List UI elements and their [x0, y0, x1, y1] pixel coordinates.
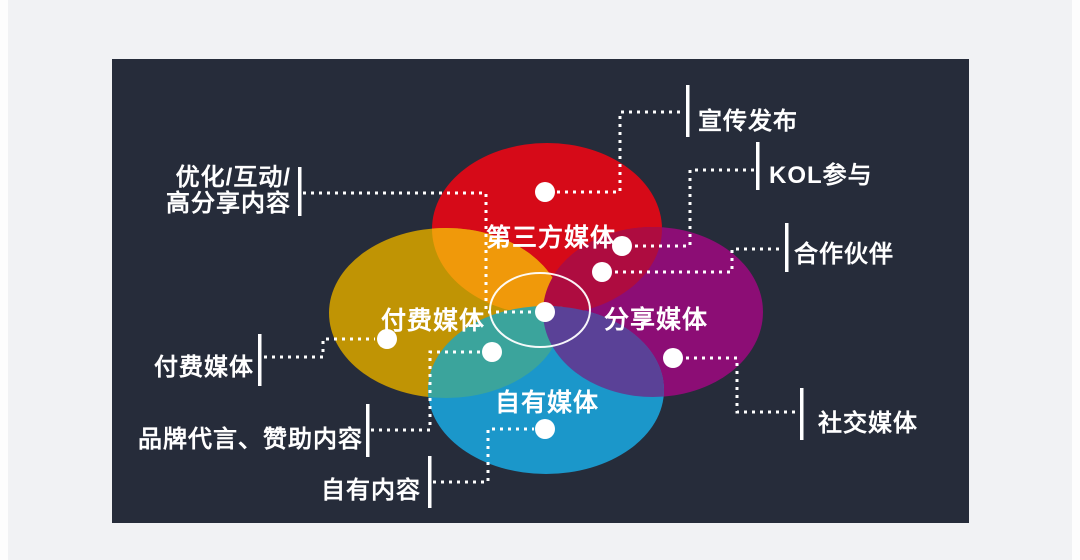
- set-label-paid: 付费媒体: [380, 307, 486, 335]
- anchor-dot-partners: [592, 262, 612, 282]
- callout-social-media: 社交媒体: [818, 410, 918, 437]
- callout-optimized-line2: 高分享内容: [166, 190, 291, 217]
- anchor-dot-publicity: [535, 182, 555, 202]
- callout-partners: 合作伙伴: [794, 241, 894, 268]
- anchor-dot-center: [535, 302, 555, 322]
- tick-optimized-content: [298, 167, 302, 216]
- callout-paid-media: 付费媒体: [154, 354, 254, 381]
- tick-partners: [785, 223, 789, 272]
- anchor-dot-social: [663, 348, 683, 368]
- callout-optimized-line1: 优化/互动/: [175, 164, 291, 191]
- tick-owned-content: [428, 456, 432, 508]
- set-label-third-party: 第三方媒体: [485, 224, 617, 252]
- set-label-owned: 自有媒体: [494, 389, 600, 417]
- anchor-dot-paid: [377, 329, 397, 349]
- connector-brand-endorsement: [371, 350, 481, 432]
- connector-optimized-content: [303, 191, 532, 314]
- callout-publicity-release: 宣传发布: [698, 108, 798, 135]
- tick-brand-endorsement: [366, 404, 370, 457]
- tick-publicity-release: [686, 85, 690, 137]
- tick-kol-participation: [756, 142, 760, 190]
- set-label-shared: 分享媒体: [603, 306, 709, 334]
- callout-optimized-content: 优化/互动/ 高分享内容: [166, 165, 291, 217]
- anchor-dot-owned: [535, 419, 555, 439]
- callout-ticks: [258, 85, 804, 508]
- anchor-dot-kol: [612, 236, 632, 256]
- tick-social-media: [800, 388, 804, 440]
- connector-owned-content: [433, 427, 534, 484]
- page-gutter-left: [0, 0, 8, 560]
- callout-kol-participation: KOL参与: [769, 162, 873, 189]
- connector-partners: [615, 247, 784, 274]
- connector-lines: [264, 110, 799, 484]
- center-highlight-ring: [489, 272, 591, 348]
- anchor-dots: [377, 182, 683, 439]
- callout-owned-content: 自有内容: [321, 477, 421, 504]
- tick-paid-media: [258, 334, 262, 386]
- connector-social-media: [686, 356, 799, 414]
- page-gutter-right: [1072, 0, 1080, 560]
- anchor-dot-brand: [482, 342, 502, 362]
- callout-brand-endorsement: 品牌代言、赞助内容: [138, 426, 363, 453]
